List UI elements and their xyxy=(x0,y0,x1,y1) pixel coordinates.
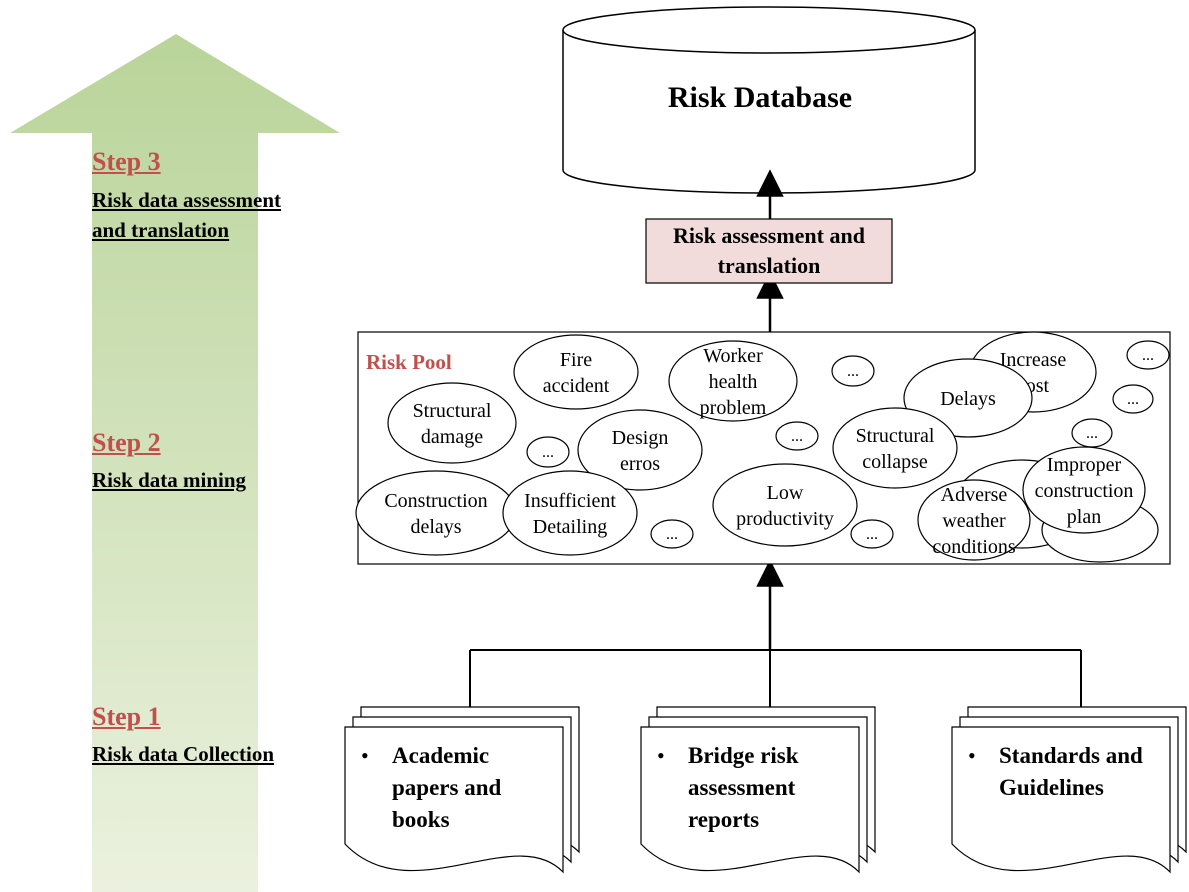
risk-label: Fire xyxy=(560,349,592,371)
source-label: books xyxy=(392,807,450,832)
risk-ellipse xyxy=(712,463,858,547)
risk-item: Fire accident xyxy=(513,334,639,410)
risk-ellipse xyxy=(387,382,517,464)
source-documents: • Academic papers and books • Bridge risk asse… xyxy=(344,706,1187,874)
risk-label: problem xyxy=(700,397,767,419)
risk-item: Design erros xyxy=(577,409,703,491)
risk-label: construction xyxy=(1035,480,1134,502)
source-tree-connector xyxy=(469,649,1082,707)
risk-ellipse xyxy=(502,470,638,556)
ellipsis-text: ... xyxy=(542,444,554,461)
source-label: Bridge risk xyxy=(688,743,799,768)
risk-label: Adverse xyxy=(941,484,1008,506)
risk-ellipse xyxy=(668,340,798,422)
source-label: reports xyxy=(688,807,759,832)
risk-label: Increase xyxy=(1000,349,1067,371)
step-2-title: Step 2 xyxy=(92,428,161,457)
risk-ellipse xyxy=(1022,446,1146,534)
risk-label: health xyxy=(709,371,758,393)
ellipsis-text: ... xyxy=(866,526,878,543)
risk-label: Low xyxy=(767,482,804,504)
more-risks-indicator: ... xyxy=(1071,418,1113,448)
risk-item: Worker health problem xyxy=(668,340,798,422)
more-risks-indicator: ... xyxy=(850,519,894,549)
step-1-desc-line-1: Risk data Collection xyxy=(92,742,275,766)
bullet-icon: • xyxy=(361,743,369,768)
more-risks-indicator: ... xyxy=(831,355,875,387)
source-label: Academic xyxy=(392,743,489,768)
step-3-title: Step 3 xyxy=(92,147,161,176)
ellipsis-text: ... xyxy=(666,526,678,543)
risk-item: Structural damage xyxy=(387,382,517,464)
more-risks-indicator: ... xyxy=(526,436,570,468)
ellipsis-text: ... xyxy=(847,363,859,380)
more-risks-indicator: ... xyxy=(1112,384,1154,414)
risk-label: productivity xyxy=(736,508,834,530)
risk-ellipse xyxy=(832,407,958,489)
risk-database-label: Risk Database xyxy=(668,81,852,114)
bullet-icon: • xyxy=(657,743,665,768)
risk-label: Design xyxy=(612,427,669,449)
risk-database: Risk Database xyxy=(562,6,976,194)
process-label-line-1: Risk assessment and xyxy=(673,223,865,248)
ellipsis-text: ... xyxy=(1127,391,1139,408)
source-label: papers and xyxy=(392,775,501,800)
risk-ellipse xyxy=(577,409,703,491)
process-box: Risk assessment and translation xyxy=(645,218,893,284)
progress-arrow xyxy=(10,34,340,892)
risk-ellipse xyxy=(917,479,1031,561)
risk-ellipse xyxy=(355,470,517,556)
step-1-title: Step 1 xyxy=(92,702,161,731)
risk-ellipse xyxy=(513,334,639,410)
risk-label: damage xyxy=(421,426,483,448)
risk-ellipses: Fire accident Worker health problem Increase c… xyxy=(355,331,1170,563)
risk-label: collapse xyxy=(862,451,928,473)
source-label: Guidelines xyxy=(999,775,1104,800)
source-label: assessment xyxy=(688,775,796,800)
ellipsis-text: ... xyxy=(791,428,803,445)
source-document: • Academic papers and books xyxy=(344,706,580,874)
risk-item: Structural collapse xyxy=(832,407,958,489)
more-risks-indicator: ... xyxy=(650,519,694,549)
step-3-desc-line-1: Risk data assessment xyxy=(92,188,282,212)
source-label: Standards and xyxy=(999,743,1143,768)
risk-label: Delays xyxy=(940,388,996,410)
more-risks-indicator: ... xyxy=(1126,340,1170,370)
bullet-icon: • xyxy=(968,743,976,768)
risk-label: Structural xyxy=(413,400,492,422)
risk-pool-label: Risk Pool xyxy=(366,350,452,374)
process-label-line-2: translation xyxy=(718,253,821,278)
ellipsis-text: ... xyxy=(1142,347,1154,364)
step-2-desc-line-1: Risk data mining xyxy=(92,468,247,492)
risk-label: Insufficient xyxy=(524,490,616,512)
risk-label: delays xyxy=(410,516,461,538)
ellipsis-text: ... xyxy=(1086,425,1098,442)
risk-label: plan xyxy=(1067,506,1101,528)
risk-label: Improper xyxy=(1047,454,1122,476)
risk-item: Improper construction plan xyxy=(1022,446,1146,534)
more-risks-indicator: ... xyxy=(775,421,819,451)
risk-label: weather xyxy=(942,510,1006,532)
risk-label: Structural xyxy=(856,425,935,447)
risk-item: Low productivity xyxy=(712,463,858,547)
risk-item: Construction delays xyxy=(355,470,517,556)
risk-item: Adverse weather conditions xyxy=(917,479,1031,561)
risk-label: conditions xyxy=(932,536,1016,558)
risk-label: Worker xyxy=(703,345,763,367)
step-3-desc-line-2: and translation xyxy=(92,218,230,242)
risk-label: erros xyxy=(620,453,660,475)
risk-label: Detailing xyxy=(533,516,607,538)
risk-pool: Risk Pool Fire accident Worker health proble… xyxy=(355,331,1171,565)
risk-label: accident xyxy=(543,375,610,397)
source-document: • Bridge risk assessment reports xyxy=(640,706,876,874)
risk-label: Construction xyxy=(384,490,487,512)
